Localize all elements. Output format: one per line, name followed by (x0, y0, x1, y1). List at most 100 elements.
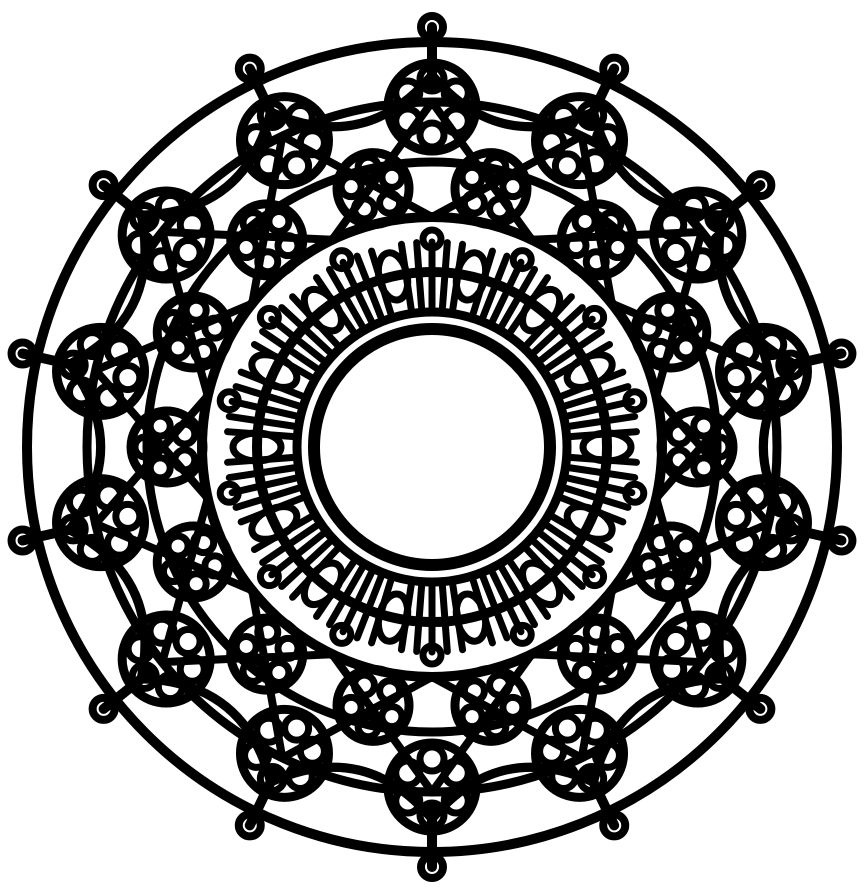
rosette-cell (281, 712, 313, 744)
petal-spoke (259, 522, 320, 566)
scallop-arc (714, 214, 797, 369)
petal-spoke (479, 252, 511, 321)
petal-spoke (278, 304, 333, 356)
middle-rosette (630, 521, 712, 603)
rosette-cell (720, 500, 752, 532)
petal-spoke (558, 368, 627, 400)
outer-rosette (52, 322, 150, 420)
inner-node (216, 388, 242, 414)
petal-spoke (566, 412, 639, 430)
lattice-strand (428, 673, 586, 762)
petal-spoke (449, 581, 467, 654)
middle-cell (146, 412, 174, 440)
petal-spoke (232, 484, 302, 511)
lattice-strand (328, 98, 436, 244)
lattice-strand (278, 132, 436, 221)
scallop-arc (65, 361, 106, 533)
petal-spoke (413, 583, 426, 655)
inner-petal-ring (216, 226, 648, 668)
petal-spoke (469, 247, 496, 317)
middle-rosette (126, 406, 208, 488)
petal-spoke (523, 293, 575, 348)
rosette-cell (416, 799, 448, 831)
petal-spoke (326, 265, 366, 330)
lattice-strand (607, 519, 773, 595)
petal-spoke (438, 239, 451, 311)
lattice-strand (527, 227, 706, 244)
lattice-strand (158, 227, 337, 244)
petal-spoke (568, 453, 640, 466)
middle-cell (131, 433, 159, 461)
inner-node (256, 564, 282, 590)
doily-pattern (7, 12, 857, 882)
petal-spoke (268, 530, 327, 579)
scallop-arc (758, 361, 799, 533)
middle-rosette (450, 664, 532, 746)
petal-spoke (564, 397, 636, 420)
rosette-cell (172, 236, 204, 268)
lattice-strand (577, 132, 616, 308)
petal-spoke (225, 464, 298, 482)
inner-node (582, 304, 608, 330)
inner-node (329, 621, 355, 647)
petal-spoke (228, 397, 300, 420)
petal-spoke (489, 258, 525, 325)
petal-spoke (562, 383, 632, 410)
inner-node (509, 621, 535, 647)
lattice-strand (278, 673, 436, 762)
lattice-strand (428, 98, 536, 244)
lattice-strand (428, 650, 536, 796)
petal-spoke (259, 328, 320, 372)
middle-rosette-ring (22, 37, 842, 857)
scallop-arc (141, 674, 275, 784)
petal-spoke (228, 474, 300, 497)
petal-spoke (289, 546, 341, 601)
rosette-cell (112, 362, 144, 394)
petal-spoke (507, 559, 551, 620)
petal-spoke (498, 564, 538, 629)
petal-spoke (498, 265, 538, 330)
outer-rosette (531, 92, 629, 190)
petal-spoke (224, 428, 296, 441)
scallop-arc (67, 214, 150, 369)
petal-spoke (566, 464, 639, 482)
petal-spoke (339, 258, 375, 325)
petal-spoke (268, 315, 327, 364)
rosette-cell (660, 236, 692, 268)
petal-spoke (250, 341, 315, 381)
inner-node (329, 247, 355, 273)
scallop-arc (428, 72, 596, 132)
inner-node (622, 480, 648, 506)
petal-spoke (537, 530, 596, 579)
lattice-strand (652, 366, 773, 503)
lattice-strand (91, 366, 212, 503)
petal-spoke (489, 569, 525, 636)
petal-spoke (353, 252, 385, 321)
outer-rosette (235, 704, 333, 802)
rosette-cell (256, 763, 288, 795)
lattice-strand (158, 227, 212, 400)
middle-cell (690, 412, 718, 440)
petal-spoke (237, 494, 306, 526)
ring-band (142, 157, 722, 737)
rosette-cell (576, 99, 608, 131)
petal-spoke (544, 328, 605, 372)
inner-node (216, 480, 242, 506)
inner-node (509, 247, 535, 273)
petal-spoke (413, 239, 426, 311)
middle-rosette (152, 291, 234, 373)
scallop-arc (589, 674, 723, 784)
rosette-cell (551, 150, 583, 182)
inner-petal (374, 249, 412, 304)
rosette-cell (112, 500, 144, 532)
lattice-strand (652, 227, 706, 400)
petal-spoke (564, 474, 636, 497)
lattice-strand (607, 299, 773, 375)
lattice-strand (328, 650, 437, 796)
rosette-cell (281, 150, 313, 182)
rosette-cell (416, 119, 448, 151)
petal-spoke (326, 564, 366, 629)
rosette-cell (416, 63, 448, 95)
inner-node (622, 388, 648, 414)
